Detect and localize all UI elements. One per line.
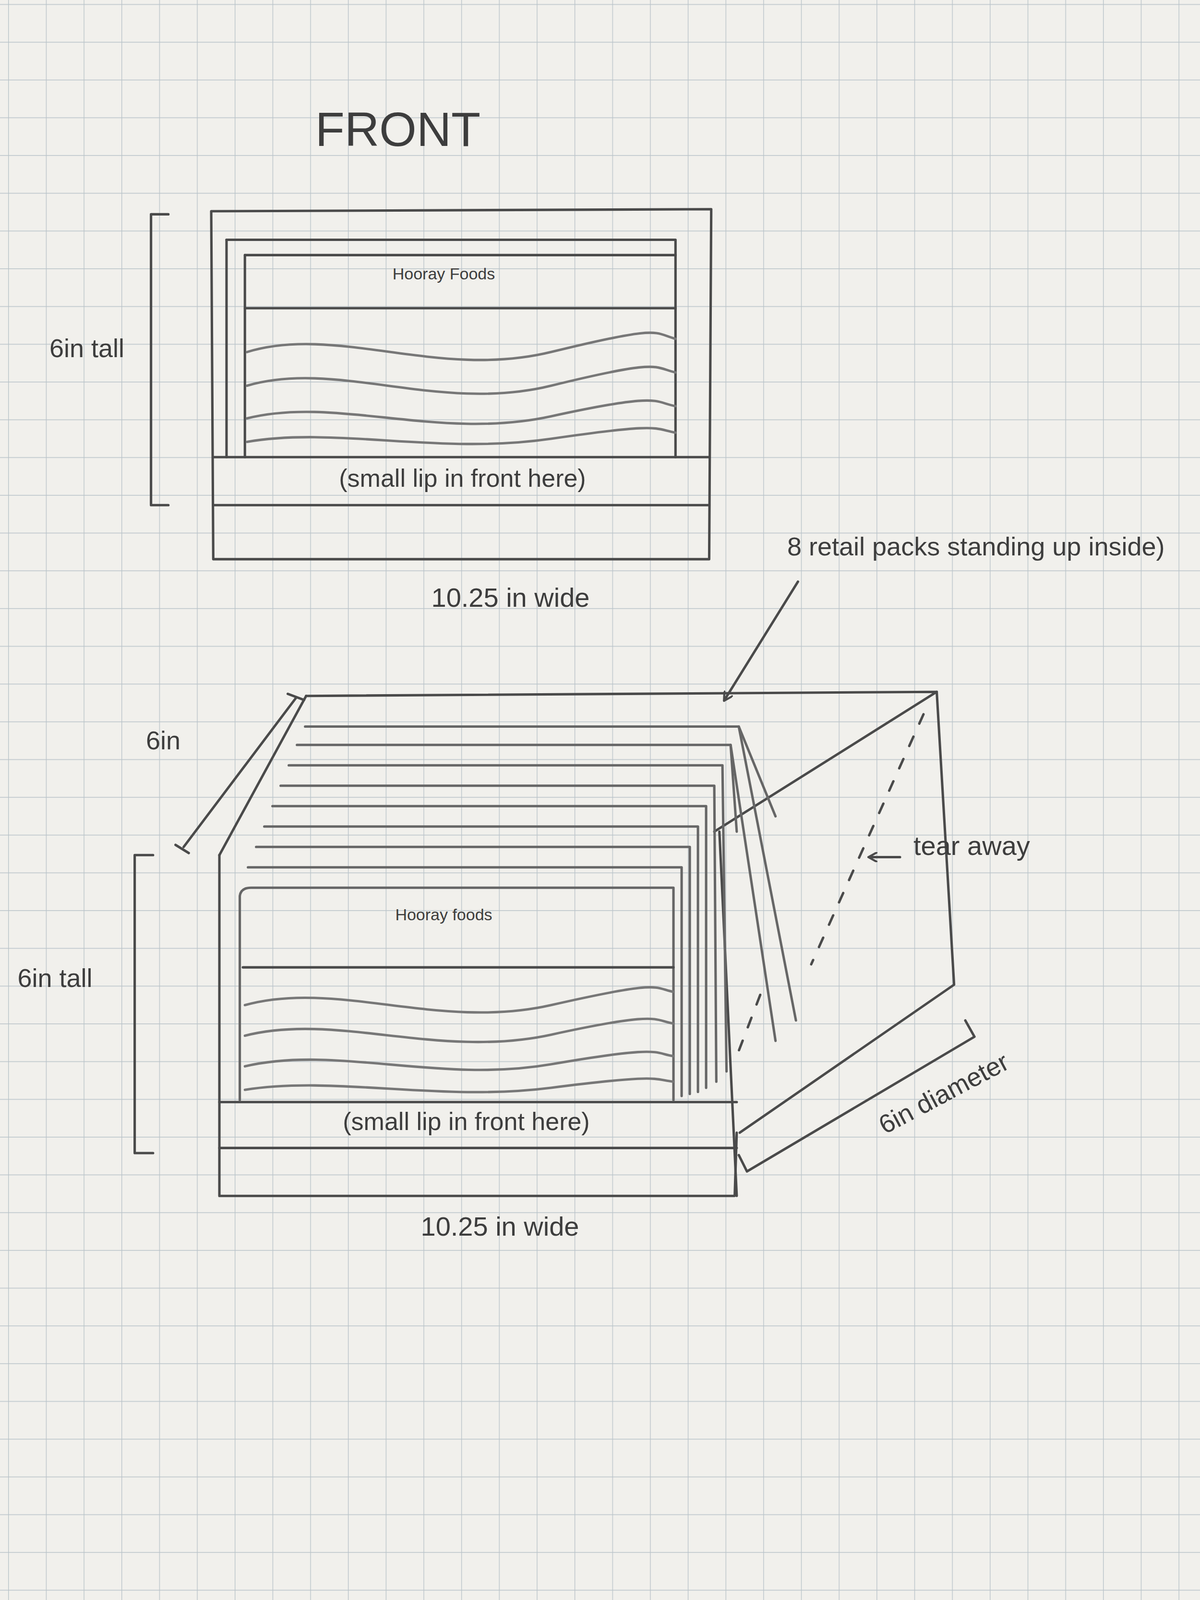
dimension-label: 6in [122, 726, 204, 755]
brand-text: Hooray Foods [382, 265, 505, 283]
dimension-label: 6in tall [30, 334, 144, 362]
box-3d-view [134, 581, 975, 1197]
view-title: FRONT [285, 104, 511, 155]
front-view [151, 209, 712, 560]
dimension-label: 10.25 in wide [336, 583, 684, 612]
lip-note: (small lip in front here) [232, 465, 693, 492]
brand-text: Hooray foods [382, 906, 505, 924]
lip-note: (small lip in front here) [236, 1108, 696, 1135]
dimension-label: 6in tall [3, 964, 107, 992]
callout-note: 8 retail packs standing up inside) [787, 532, 1196, 561]
callout-note: tear away [913, 831, 1189, 861]
dimension-label: 10.25 in wide [326, 1212, 674, 1241]
